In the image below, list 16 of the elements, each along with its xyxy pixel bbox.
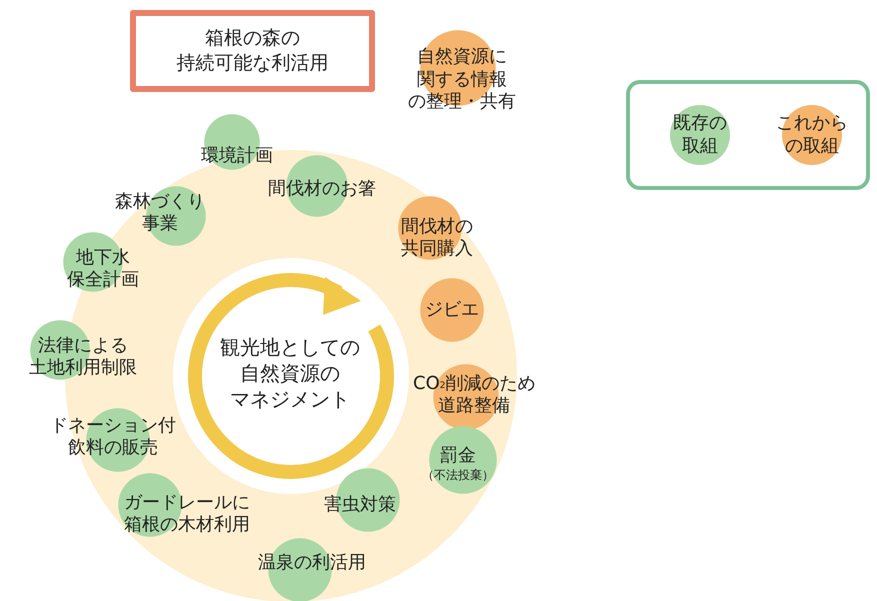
item-label: 環境計画 [201,144,273,167]
item-label: 法律による土地利用制限 [29,334,137,380]
legend-label: 既存の取組 [673,112,727,158]
title-box [130,10,375,92]
title-text: 箱根の森の持続可能な利活用 [176,26,328,76]
center-label: 観光地としての自然資源のマネジメント [220,334,360,412]
item-note: （不法投棄） [422,468,494,482]
item-label: 森林づくり事業 [115,190,205,236]
item-label: 罰金 [439,445,477,468]
item-label: ジビエ [425,298,479,321]
item-label: ガードレールに箱根の木材利用 [124,492,250,536]
item-label: 間伐材のお箸 [268,178,376,200]
item-label: ドネーション付飲料の販売 [50,414,176,460]
item-label: 温泉の利活用 [258,552,366,574]
item-label: 害虫対策 [324,494,396,516]
item-label: 地下水保全計画 [67,246,139,292]
